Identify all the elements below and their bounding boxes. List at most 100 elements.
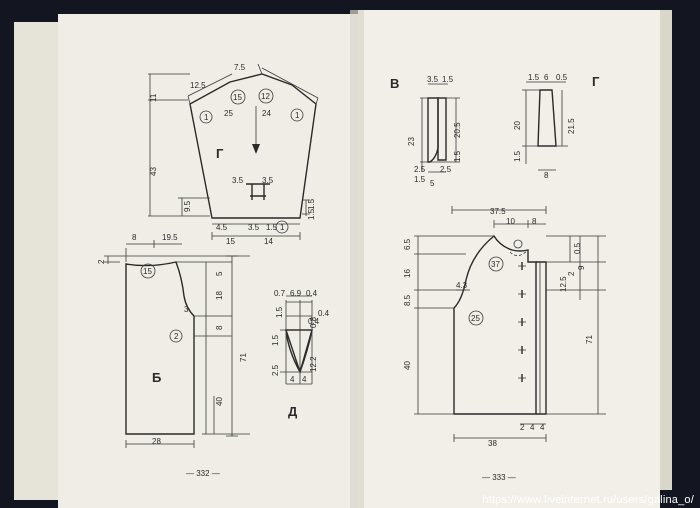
gutter bbox=[350, 10, 364, 508]
detail-g-dim-21-5: 21.5 bbox=[567, 118, 576, 134]
front-dim-38: 38 bbox=[488, 439, 497, 448]
back-dim-neck bbox=[104, 255, 250, 264]
sleeve-dim-bottom bbox=[211, 223, 301, 240]
front-dim-9: 9 bbox=[577, 265, 586, 270]
detail-d-dim-4b: 4 bbox=[302, 375, 307, 384]
detail-g-dims bbox=[522, 81, 568, 171]
right-page-number: — 333 — bbox=[482, 473, 516, 482]
sleeve-dim-1-5c: 1.5 bbox=[307, 208, 316, 220]
sleeve-mark-15 bbox=[230, 89, 246, 105]
front-mark-label-25: 25 bbox=[471, 314, 480, 323]
front-dim-2b: 2 bbox=[520, 423, 525, 432]
sleeve-dim-11: 11 bbox=[149, 93, 158, 102]
detail-d-dim-4a: 4 bbox=[290, 375, 295, 384]
detail-v-dim-5: 5 bbox=[430, 179, 435, 188]
sleeve-mark-label-1a: 1 bbox=[204, 113, 209, 122]
front-dim-8-5: 8.5 bbox=[403, 294, 412, 306]
sleeve-dim-3-5c: 3.5 bbox=[262, 176, 274, 185]
sleeve-dim-3-5b: 3.5 bbox=[248, 223, 260, 232]
page-stack-right bbox=[660, 10, 672, 490]
detail-d-pattern: 0.7 6.9 0.4 0.4 1.5 0.8 0.4 1.5 12.2 2.5… bbox=[271, 289, 330, 419]
sleeve-grain-arrow bbox=[252, 144, 260, 154]
detail-g-dim-1-5a: 1.5 bbox=[528, 73, 540, 82]
back-dim-71 bbox=[213, 255, 238, 437]
detail-d-dim-0-4b: 0.4 bbox=[318, 309, 330, 318]
detail-v-dim-2-5a: 2.5 bbox=[414, 165, 426, 174]
detail-g-dim-20: 20 bbox=[513, 121, 522, 130]
detail-d-dim-1-5a: 1.5 bbox=[275, 306, 284, 318]
front-dim-6-5: 6.5 bbox=[403, 238, 412, 250]
back-pattern: 8 19.5 2 5 18 8 71 40 3 28 15 2 Б bbox=[97, 233, 250, 448]
detail-d-dim-6-9: 6.9 bbox=[290, 289, 302, 298]
detail-d-dim-0-7: 0.7 bbox=[274, 289, 286, 298]
front-outline bbox=[453, 234, 537, 415]
detail-d-guides bbox=[280, 295, 312, 373]
front-dim-4b: 4 bbox=[540, 423, 545, 432]
front-dim-bottom bbox=[453, 423, 547, 442]
back-dim-28-label: 28 bbox=[152, 437, 161, 446]
front-dim-top bbox=[451, 206, 547, 228]
front-collar-dash bbox=[509, 249, 529, 256]
sleeve-dim-right bbox=[302, 199, 310, 216]
sleeve-dim-9-5: 9.5 bbox=[183, 200, 192, 212]
detail-d-letter: Д bbox=[288, 404, 298, 419]
detail-d-dim-2-5: 2.5 bbox=[271, 364, 280, 376]
front-mark-small bbox=[513, 239, 523, 249]
detail-g-dim-6: 6 bbox=[544, 73, 549, 82]
front-dim-right bbox=[546, 235, 606, 415]
sleeve-dim-15: 15 bbox=[226, 237, 235, 246]
back-dim-8: 8 bbox=[132, 233, 137, 242]
front-buttonholes bbox=[518, 262, 526, 382]
detail-d-dim-0-4c: 0.4 bbox=[308, 317, 320, 326]
sleeve-dim-3-5a: 3.5 bbox=[232, 176, 244, 185]
detail-g-letter: Г bbox=[592, 74, 600, 89]
sleeve-mark-label-1b: 1 bbox=[295, 111, 300, 120]
front-dim-4a: 4 bbox=[530, 423, 535, 432]
sleeve-dim-12-5: 12.5 bbox=[190, 81, 206, 90]
back-mark-label-15: 15 bbox=[143, 267, 152, 276]
front-buttonhole-ticks bbox=[518, 265, 526, 379]
back-mark-label-2: 2 bbox=[174, 332, 179, 341]
back-mark-2 bbox=[169, 329, 183, 343]
detail-d-dim-0-8: 0.8 bbox=[309, 316, 318, 328]
back-dim-5: 5 bbox=[215, 271, 224, 276]
front-dim-12-5: 12.5 bbox=[559, 276, 568, 292]
back-letter: Б bbox=[152, 370, 161, 385]
front-dim-left bbox=[414, 235, 494, 415]
front-dim-10: 10 bbox=[506, 217, 515, 226]
front-dim-2: 2 bbox=[567, 271, 576, 276]
sleeve-cuff-slit bbox=[246, 183, 270, 200]
watermark-url: https://www.liveinternet.ru/users/galina… bbox=[482, 494, 694, 506]
page-stack-left bbox=[14, 22, 58, 500]
detail-d-dim-12-2: 12.2 bbox=[309, 356, 318, 372]
sleeve-dim-24: 24 bbox=[262, 109, 271, 118]
sleeve-dim-25: 25 bbox=[224, 109, 233, 118]
front-dim-37-5: 37.5 bbox=[490, 207, 506, 216]
sleeve-dim-top bbox=[187, 63, 319, 105]
back-dim-28 bbox=[125, 440, 195, 448]
back-mark-15 bbox=[140, 263, 156, 279]
sleeve-dim-43: 43 bbox=[149, 167, 158, 176]
front-mark-25 bbox=[468, 310, 484, 326]
detail-v-dim-2-5b: 2.5 bbox=[440, 165, 452, 174]
front-mark-37 bbox=[488, 256, 504, 272]
detail-v-dim-1-5c: 1.5 bbox=[414, 175, 426, 184]
back-dim-right bbox=[176, 261, 250, 435]
sleeve-mark-label-12: 12 bbox=[261, 92, 270, 101]
sleeve-mark-1a bbox=[199, 110, 213, 124]
sleeve-mark-label-1c: 1 bbox=[280, 223, 285, 232]
front-mark-label-37: 37 bbox=[491, 260, 500, 269]
front-dim-0-5: 0.5 bbox=[573, 242, 582, 254]
detail-v-dim-1-5b: 1.5 bbox=[453, 150, 462, 162]
back-dim-71: 71 bbox=[239, 353, 248, 362]
detail-g-dim-0-5: 0.5 bbox=[556, 73, 568, 82]
sleeve-mark-1b bbox=[290, 108, 304, 122]
detail-d-dim-0-4a: 0.4 bbox=[306, 289, 318, 298]
detail-g-dim-8: 8 bbox=[544, 171, 549, 180]
detail-v-dim-20-5: 20.5 bbox=[453, 122, 462, 138]
front-dim-8: 8 bbox=[532, 217, 537, 226]
front-dim-40: 40 bbox=[403, 361, 412, 370]
sleeve-mark-1c bbox=[275, 220, 289, 234]
back-outline bbox=[125, 261, 195, 435]
